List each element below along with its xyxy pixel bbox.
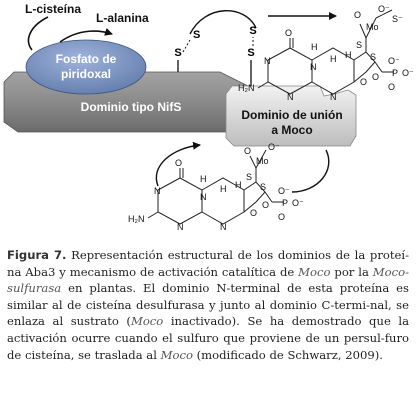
svg-text:O⁻: O⁻ (388, 56, 400, 66)
substrates: L-cisteína L-alanina (25, 2, 149, 51)
caption-text-5: (modificado de Schwarz, 2009). (192, 347, 383, 362)
alanine-release-arrow (59, 27, 113, 43)
svg-text:O: O (175, 158, 182, 168)
svg-text:S: S (246, 172, 252, 182)
svg-text:N: N (220, 222, 227, 232)
inactive-moco-atoms: O N N H₂N N H N H H O S S Mo O O⁻ O P O⁻… (128, 142, 304, 232)
cysteine-curve (27, 16, 49, 51)
cofactor-label-line1: Fosfato de (56, 52, 117, 66)
return-curve (291, 149, 330, 193)
svg-text:N: N (264, 56, 271, 66)
cofactor-label-line2: piridoxal (61, 67, 111, 81)
caption-text-2: por la (330, 264, 373, 279)
c-terminal-domain: Dominio de unión a Moco (225, 85, 357, 147)
n-domain-label: Dominio tipo NifS (81, 100, 182, 114)
svg-text:S: S (193, 29, 200, 41)
svg-text:O: O (360, 77, 367, 87)
svg-text:S: S (356, 40, 362, 50)
caption-emphasis-1: Moco (298, 264, 331, 279)
svg-text:P: P (282, 198, 288, 208)
svg-text:N: N (287, 92, 294, 102)
svg-text:Mo: Mo (366, 22, 379, 32)
binding-arrow (155, 141, 201, 187)
svg-text:H: H (220, 184, 227, 194)
caption-emphasis-4: Moco (160, 347, 193, 362)
c-domain-label-line2: a Moco (271, 123, 312, 137)
caption-text-4: inactivado). Se ha demostrado que la act… (7, 314, 409, 362)
svg-text:S: S (260, 182, 266, 192)
svg-text:S: S (174, 47, 181, 59)
svg-text:N: N (310, 62, 317, 72)
svg-text:S: S (247, 47, 254, 59)
svg-text:O⁻: O⁻ (268, 142, 280, 152)
aba3-mechanism-diagram: Dominio tipo NifS Dominio de unión a Moc… (3, 2, 414, 232)
svg-text:N: N (200, 192, 207, 202)
svg-text:O: O (372, 72, 379, 82)
svg-text:O⁻: O⁻ (402, 68, 414, 78)
caption-label: Figura 7. (7, 248, 67, 262)
svg-text:O: O (250, 208, 257, 218)
svg-text:O⁻: O⁻ (278, 186, 290, 196)
svg-text:O: O (244, 146, 251, 156)
active-moco-structure (257, 9, 394, 95)
c-domain-label-line1: Dominio de unión (241, 108, 342, 122)
pyridoxal-phosphate-cofactor: Fosfato de piridoxal (25, 39, 147, 95)
svg-text:H₂N: H₂N (238, 83, 255, 93)
caption-emphasis-3: Moco (130, 314, 164, 329)
caption-emphasis-2: Moco-sulfurasa (7, 264, 410, 296)
svg-text:H: H (311, 42, 318, 52)
svg-text:H: H (345, 50, 352, 60)
substrate-l-alanine: L-alanina (96, 11, 149, 25)
svg-text:O⁻: O⁻ (292, 198, 304, 208)
svg-text:H: H (200, 174, 207, 184)
caption-text-3: en plantas. El dominio N-terminal de est… (7, 281, 409, 329)
persulfide-linker-left: S S (174, 29, 200, 72)
persulfide-linker-right: S S (247, 25, 257, 86)
sulfur-transfer-arc (189, 10, 257, 35)
figure-caption: Figura 7. Representación estructural de … (7, 247, 409, 363)
svg-text:H₂N: H₂N (128, 214, 145, 224)
svg-text:P: P (392, 68, 398, 78)
svg-text:N: N (330, 92, 337, 102)
svg-text:S⁻: S⁻ (392, 14, 403, 24)
svg-text:H: H (235, 180, 242, 190)
svg-text:O⁻: O⁻ (378, 4, 390, 14)
svg-text:O: O (278, 212, 285, 222)
svg-text:S: S (370, 52, 376, 62)
svg-text:O: O (285, 28, 292, 38)
caption-text-1: Representación estructural de los domini… (7, 248, 409, 279)
svg-text:H: H (330, 54, 337, 64)
substrate-l-cysteine: L-cisteína (25, 2, 81, 16)
svg-text:O: O (388, 82, 395, 92)
svg-text:N: N (154, 186, 161, 196)
inactive-moco-structure (147, 149, 284, 225)
svg-text:N: N (177, 222, 184, 232)
svg-text:O: O (354, 10, 361, 20)
svg-text:S: S (249, 25, 256, 37)
active-moco-atoms: O H N N N H₂N N H H O S S Mo O O⁻ S⁻ O P… (238, 4, 414, 102)
svg-text:Mo: Mo (256, 156, 269, 166)
svg-text:O: O (262, 200, 269, 210)
